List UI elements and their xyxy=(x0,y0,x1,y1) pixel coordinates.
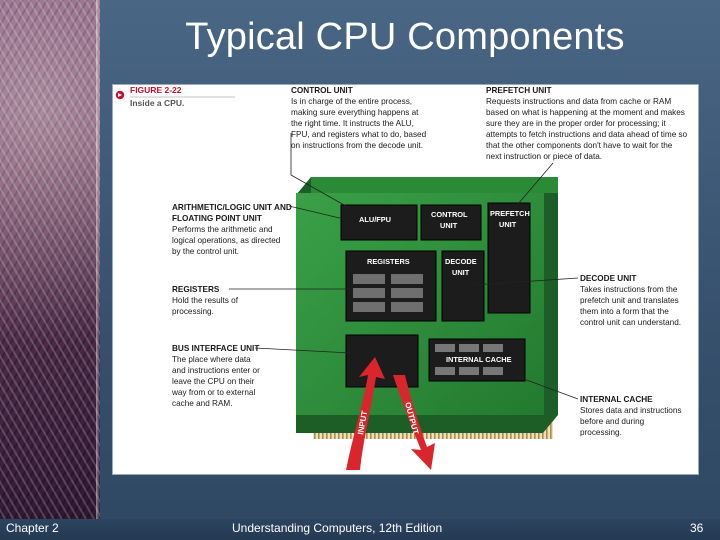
svg-text:REGISTERS: REGISTERS xyxy=(172,285,220,294)
svg-text:processing.: processing. xyxy=(172,307,214,316)
callout-internal-cache: INTERNAL CACHE Stores data and instructi… xyxy=(580,395,682,437)
svg-text:INTERNAL CACHE: INTERNAL CACHE xyxy=(446,355,512,364)
svg-text:before and during: before and during xyxy=(580,417,645,426)
chip-control-unit: CONTROL UNIT xyxy=(420,204,482,241)
svg-text:The place where data: The place where data xyxy=(172,355,251,364)
svg-text:attempts to fetch instructions: attempts to fetch instructions and data … xyxy=(486,130,688,139)
chip-registers: REGISTERS xyxy=(345,250,437,322)
svg-text:PREFETCH UNIT: PREFETCH UNIT xyxy=(486,86,552,95)
svg-text:Stores data and instructions: Stores data and instructions xyxy=(580,406,682,415)
svg-text:INTERNAL CACHE: INTERNAL CACHE xyxy=(580,395,653,404)
chip-internal-cache: INTERNAL CACHE xyxy=(428,338,526,382)
svg-text:INPUT: INPUT xyxy=(356,410,369,435)
svg-text:ARITHMETIC/LOGIC UNIT AND: ARITHMETIC/LOGIC UNIT AND xyxy=(172,203,292,212)
svg-text:way from or to external: way from or to external xyxy=(171,388,255,397)
side-image-edge xyxy=(96,0,100,520)
figure-number: FIGURE 2-22 xyxy=(130,85,182,95)
svg-text:that the other components don': that the other components don't have to … xyxy=(486,141,673,150)
svg-text:UNIT: UNIT xyxy=(440,221,458,230)
svg-text:on instructions from the decod: on instructions from the decode unit. xyxy=(291,141,423,150)
svg-text:CONTROL UNIT: CONTROL UNIT xyxy=(291,86,353,95)
chip-alu-fpu: ALU/FPU xyxy=(340,204,418,241)
svg-text:Requests instructions and data: Requests instructions and data from cach… xyxy=(486,97,671,106)
svg-text:ALU/FPU: ALU/FPU xyxy=(359,215,391,224)
svg-text:UNIT: UNIT xyxy=(499,220,517,229)
svg-text:cache and RAM.: cache and RAM. xyxy=(172,399,233,408)
callout-prefetch-unit: PREFETCH UNIT Requests instructions and … xyxy=(486,86,688,161)
footer-page-number: 36 xyxy=(690,521,704,535)
chip-bus-interface xyxy=(345,334,419,388)
svg-text:logical operations, as directe: logical operations, as directed xyxy=(172,236,281,245)
svg-text:CONTROL: CONTROL xyxy=(431,210,468,219)
input-arrow: INPUT xyxy=(346,357,385,470)
svg-text:next instruction or piece of d: next instruction or piece of data. xyxy=(486,152,602,161)
cpu-chip-diagram: ALU/FPU CONTROL UNIT PREFETCH UNIT REGIS… xyxy=(296,177,558,470)
footer-book-title: Understanding Computers, 12th Edition xyxy=(232,521,443,535)
svg-text:leave the CPU on their: leave the CPU on their xyxy=(172,377,255,386)
decorative-side-image xyxy=(0,0,100,540)
svg-text:processing.: processing. xyxy=(580,428,622,437)
svg-text:DECODE: DECODE xyxy=(445,257,477,266)
svg-text:control unit can understand.: control unit can understand. xyxy=(580,318,681,327)
chip-prefetch-unit: PREFETCH UNIT xyxy=(487,202,531,314)
svg-text:the right time. It instructs t: the right time. It instructs the ALU, xyxy=(291,119,414,128)
svg-text:sure they are in the proper or: sure they are in the proper order for pr… xyxy=(486,119,666,128)
svg-text:UNIT: UNIT xyxy=(452,268,470,277)
svg-text:PREFETCH: PREFETCH xyxy=(490,209,530,218)
svg-text:DECODE UNIT: DECODE UNIT xyxy=(580,274,636,283)
chip-decode-unit: DECODE UNIT xyxy=(441,250,485,322)
svg-text:them into a form that the: them into a form that the xyxy=(580,307,669,316)
svg-text:based on what is happening at: based on what is happening at the moment… xyxy=(486,108,685,117)
svg-text:Hold the results of: Hold the results of xyxy=(172,296,239,305)
svg-text:FPU, and registers what to do,: FPU, and registers what to do, based xyxy=(291,130,427,139)
figure-caption-text: Inside a CPU. xyxy=(130,98,184,108)
svg-text:and instructions enter or: and instructions enter or xyxy=(172,366,260,375)
svg-text:making sure everything happens: making sure everything happens at xyxy=(291,108,419,117)
svg-text:Is in charge of the entire pro: Is in charge of the entire process, xyxy=(291,97,412,106)
svg-text:prefetch unit and translates: prefetch unit and translates xyxy=(580,296,679,305)
svg-text:by the control unit.: by the control unit. xyxy=(172,247,239,256)
cpu-figure: FIGURE 2-22 Inside a CPU. CONTROL UNIT I… xyxy=(112,84,699,475)
callout-alu-fpu: ARITHMETIC/LOGIC UNIT AND FLOATING POINT… xyxy=(172,203,292,256)
callout-registers: REGISTERS Hold the results of processing… xyxy=(172,285,239,316)
footer-chapter: Chapter 2 xyxy=(6,521,59,535)
svg-text:FLOATING POINT UNIT: FLOATING POINT UNIT xyxy=(172,214,262,223)
callout-bus-interface: BUS INTERFACE UNIT The place where data … xyxy=(171,344,260,408)
footer-bar xyxy=(0,519,720,540)
svg-text:REGISTERS: REGISTERS xyxy=(367,257,410,266)
callout-decode-unit: DECODE UNIT Takes instructions from the … xyxy=(580,274,681,327)
svg-text:Takes instructions from the: Takes instructions from the xyxy=(580,285,678,294)
slide-title: Typical CPU Components xyxy=(185,16,625,58)
figure-caption: FIGURE 2-22 Inside a CPU. xyxy=(115,85,235,108)
svg-text:Performs the arithmetic and: Performs the arithmetic and xyxy=(172,225,273,234)
callout-leader-lines xyxy=(229,133,579,400)
callout-control-unit: CONTROL UNIT Is in charge of the entire … xyxy=(291,86,427,150)
svg-text:BUS INTERFACE UNIT: BUS INTERFACE UNIT xyxy=(172,344,259,353)
